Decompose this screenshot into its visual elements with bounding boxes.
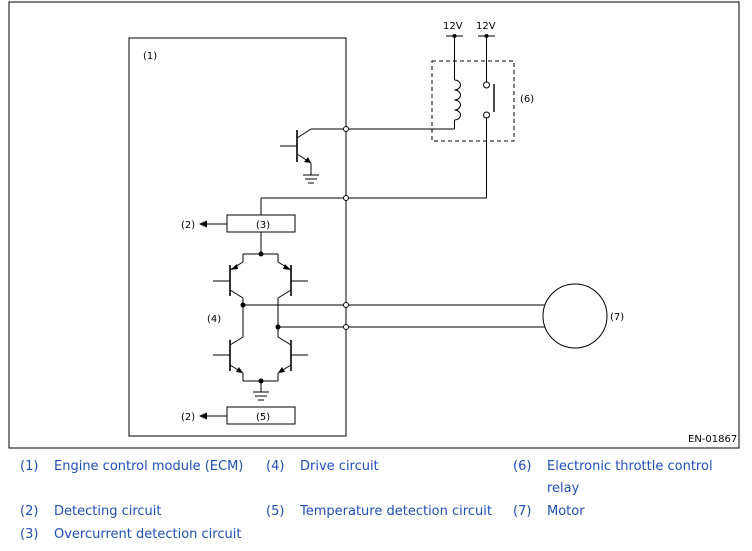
legend-num: (3): [20, 527, 39, 542]
legend: (1) Engine control module (ECM) (2) Dete…: [0, 452, 752, 551]
relay-coil: [454, 79, 461, 121]
relay-contact-bottom: [483, 111, 490, 119]
ecm-box: [128, 37, 347, 437]
junction-relay-out: [343, 195, 349, 201]
overcurrent-callout: (3): [256, 220, 270, 231]
legend-num: (6): [513, 459, 532, 474]
legend-text: Engine control module (ECM): [54, 459, 244, 474]
legend-item-overcurrent: (3) Overcurrent detection circuit: [20, 524, 260, 546]
motor-symbol: [542, 283, 608, 349]
junction-motor-plus: [343, 302, 349, 308]
legend-text: Detecting circuit: [54, 504, 162, 519]
legend-num: (2): [20, 504, 39, 519]
temperature-callout: (5): [256, 412, 270, 423]
detecting-arrow-bottom: [199, 412, 227, 420]
junction-motor-minus: [343, 324, 349, 330]
circuit-diagram-svg: (1) 12V 12V (6) (3): [8, 1, 740, 449]
legend-item-relay: (6) Electronic throttle control relay: [513, 456, 748, 500]
supply-label-left: 12V: [443, 21, 463, 32]
diagram-border: [8, 1, 740, 449]
legend-text-continued: relay: [547, 481, 580, 496]
legend-num: (5): [266, 504, 285, 519]
legend-text: Motor: [547, 504, 585, 519]
legend-item-detecting: (2) Detecting circuit: [20, 501, 260, 523]
relay-driver-transistor: [280, 128, 455, 184]
legend-num: (4): [266, 459, 285, 474]
legend-item-motor: (7) Motor: [513, 501, 748, 523]
h-bridge-drive-circuit: [213, 232, 343, 401]
legend-item-ecm: (1) Engine control module (ECM): [20, 456, 260, 478]
legend-num: (7): [513, 504, 532, 519]
legend-num: (1): [20, 459, 39, 474]
motor-callout: (7): [610, 312, 624, 323]
legend-text: Drive circuit: [300, 459, 379, 474]
legend-item-temperature: (5) Temperature detection circuit: [266, 501, 506, 523]
detecting-callout-top: (2): [181, 220, 195, 231]
supply-label-right: 12V: [476, 21, 496, 32]
drive-callout: (4): [207, 314, 221, 325]
detecting-callout-bottom: (2): [181, 412, 195, 423]
supply-right-terminal: [478, 34, 495, 82]
supply-left-terminal: [446, 34, 463, 80]
ecm-callout: (1): [143, 51, 157, 62]
circuit-diagram: (1) 12V 12V (6) (3): [8, 1, 740, 449]
relay-box: [431, 60, 515, 142]
relay-contact-top: [483, 81, 490, 89]
figure-id: EN-01867: [688, 434, 737, 445]
junction-relay-drive: [343, 126, 349, 132]
legend-text: Temperature detection circuit: [300, 504, 492, 519]
legend-item-drive: (4) Drive circuit: [266, 456, 506, 478]
detecting-arrow-top: [199, 220, 227, 228]
legend-text: Overcurrent detection circuit: [54, 527, 242, 542]
relay-callout: (6): [520, 94, 534, 105]
legend-text: Electronic throttle control: [547, 459, 713, 474]
